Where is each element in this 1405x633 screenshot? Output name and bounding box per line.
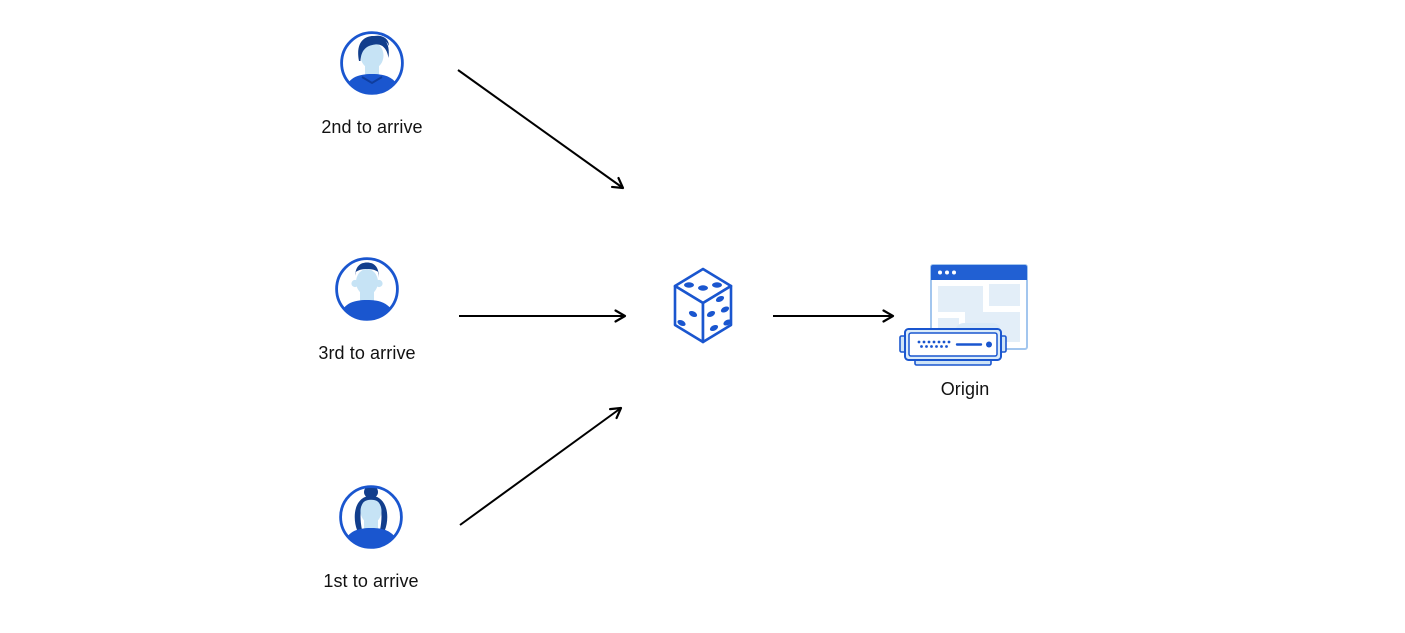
origin-label: Origin (940, 379, 990, 399)
dice-icon (668, 266, 738, 346)
node-origin: Origin (895, 253, 1035, 400)
arrow-user1st-to-dice (459, 406, 623, 526)
arrow-user2nd-to-dice (457, 69, 625, 190)
node-label: 3rd to arrive (318, 343, 416, 363)
node-dice (668, 266, 738, 346)
user-avatar-male-short-hair-icon (334, 256, 400, 322)
user-avatar-female-bun-icon (338, 484, 404, 550)
node-label: 2nd to arrive (321, 117, 423, 137)
node-user-2nd: 2nd to arrive (302, 30, 442, 138)
node-user-1st: 1st to arrive (301, 484, 441, 592)
origin-server-browser-icon (895, 253, 1035, 368)
user-avatar-male-swept-hair-icon (339, 30, 405, 96)
node-user-3rd: 3rd to arrive (297, 256, 437, 364)
node-label: 1st to arrive (323, 571, 419, 591)
